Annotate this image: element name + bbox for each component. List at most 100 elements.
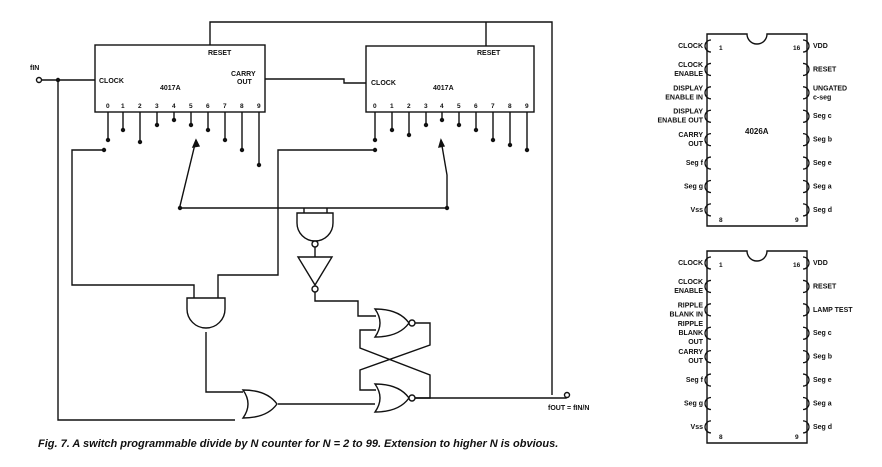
chip-pin-number: 1 — [719, 262, 723, 269]
chip-right-pin — [802, 133, 810, 147]
and-to-or — [205, 332, 243, 393]
counter2-output-label: 6 — [474, 103, 478, 110]
and-gate-left — [186, 297, 226, 329]
input-label: fIN — [30, 65, 39, 72]
chip-right-pin — [802, 39, 810, 53]
counter1-reset-label: RESET — [208, 50, 232, 57]
counter1-name: 4017A — [160, 85, 181, 92]
counter2-output-label: 5 — [457, 103, 461, 110]
chip-right-pin-label: c-seg — [813, 94, 831, 101]
junction-dot — [490, 137, 496, 143]
chip-right-pin-label: Seg c — [813, 330, 832, 337]
chip-right-pin — [802, 203, 810, 217]
counter1-output-label: 1 — [121, 103, 125, 110]
chip-left-pin — [704, 62, 712, 77]
counter2-name: 4017A — [433, 85, 454, 92]
chip-left-pin-label: CARRY — [678, 349, 703, 356]
chip-right-pin — [802, 256, 810, 270]
counter2-output-label: 0 — [373, 103, 377, 110]
inverter-gate — [296, 256, 334, 287]
chip-right-pin — [802, 303, 810, 317]
chip-left-pin — [704, 326, 712, 340]
chip-pin-number: 9 — [795, 217, 799, 224]
nor-lower-bubble — [408, 394, 416, 402]
junction-dot — [239, 147, 245, 153]
chip-right-pin — [802, 179, 810, 194]
counter1-output-label: 2 — [138, 103, 142, 110]
chip-outline — [706, 33, 808, 227]
nand-gate-top — [296, 212, 334, 242]
counter2-zero-feedback — [217, 149, 375, 298]
chip-left-pin-label: Seg g — [684, 400, 703, 407]
counter2-output-label: 7 — [491, 103, 495, 110]
switch1-lever — [179, 139, 197, 208]
chip-right-pin-label: Seg b — [813, 354, 832, 361]
chip-left-pin — [704, 203, 712, 217]
chip-left-pin-label: OUT — [688, 141, 704, 148]
switch1-arrow — [191, 138, 201, 148]
chip-left-pin — [704, 303, 712, 317]
chip-right-pin-label: Seg d — [813, 207, 832, 214]
chip-right-pin — [802, 326, 810, 340]
chip-right-pin — [802, 373, 810, 387]
chip-left-pin-label: BLANK IN — [670, 311, 703, 318]
chip-pin-number: 8 — [719, 434, 723, 441]
junction-dot — [205, 127, 211, 133]
chip-left-pin — [704, 156, 712, 170]
chip-right-pin — [802, 86, 810, 100]
chip-left-pin-label: OUT — [688, 358, 704, 365]
counter1-box — [94, 44, 266, 113]
chip-left-pin-label: CLOCK — [678, 260, 703, 267]
counter1-clock-label: CLOCK — [99, 78, 124, 85]
chip-left-pin — [704, 133, 712, 147]
components — [35, 44, 571, 419]
nor-gate-lower — [373, 383, 410, 413]
junction-dot — [507, 142, 513, 148]
chip-right-pin-label: UNGATED — [813, 85, 847, 92]
counter1-zero-feedback — [71, 149, 195, 298]
junction-dot — [372, 137, 378, 143]
chip-right-pin — [802, 420, 810, 434]
junction-dot — [55, 77, 61, 83]
junction-dot — [524, 147, 530, 153]
chip-right-pin-label: LAMP TEST — [813, 307, 853, 314]
counter2-clock-label: CLOCK — [371, 80, 396, 87]
chip-name: 4026A — [745, 127, 769, 136]
counter2-box — [365, 45, 535, 113]
counter1-output-label: 5 — [189, 103, 193, 110]
chip-left-pin-label: ENABLE — [674, 71, 703, 78]
input-terminal — [35, 76, 43, 84]
counter2-output-label: 8 — [508, 103, 512, 110]
junction-dot — [171, 117, 177, 123]
chip-pin-number: 1 — [719, 45, 723, 52]
chip-left-pin — [704, 373, 712, 387]
chip-right-pin-label: Seg e — [813, 160, 832, 167]
chip-right-pin-label: Seg b — [813, 137, 832, 144]
junction-dot — [105, 137, 111, 143]
chip-left-pin-label: Seg f — [686, 160, 704, 167]
junction-dot — [439, 117, 445, 123]
junction-dot — [120, 127, 126, 133]
junction-dot — [177, 205, 183, 211]
counter1-output-label: 0 — [106, 103, 110, 110]
junction-dot — [389, 127, 395, 133]
junction-dot — [456, 122, 462, 128]
chip-pin-number: 16 — [793, 45, 801, 52]
counter1-output-label: 3 — [155, 103, 159, 110]
junction-dot — [154, 122, 160, 128]
chip-pin-number: 16 — [793, 262, 801, 269]
or-gate-bottom — [241, 389, 278, 419]
chip-right-pin-label: Seg d — [813, 424, 832, 431]
chip-right-pin — [802, 109, 810, 123]
counter1-carry-label: CARRY — [231, 71, 256, 78]
chip-right-pin — [802, 350, 810, 364]
counter1-output-label: 7 — [223, 103, 227, 110]
latch-output — [415, 395, 567, 399]
chip-right-pin-label: Seg a — [813, 183, 832, 190]
junction-dot — [473, 127, 479, 133]
input-to-or — [57, 80, 235, 421]
chip-left-pin-label: Seg g — [684, 183, 703, 190]
chip-left-pin-label: RIPPLE — [678, 302, 704, 309]
nor-gate-upper — [373, 308, 410, 338]
